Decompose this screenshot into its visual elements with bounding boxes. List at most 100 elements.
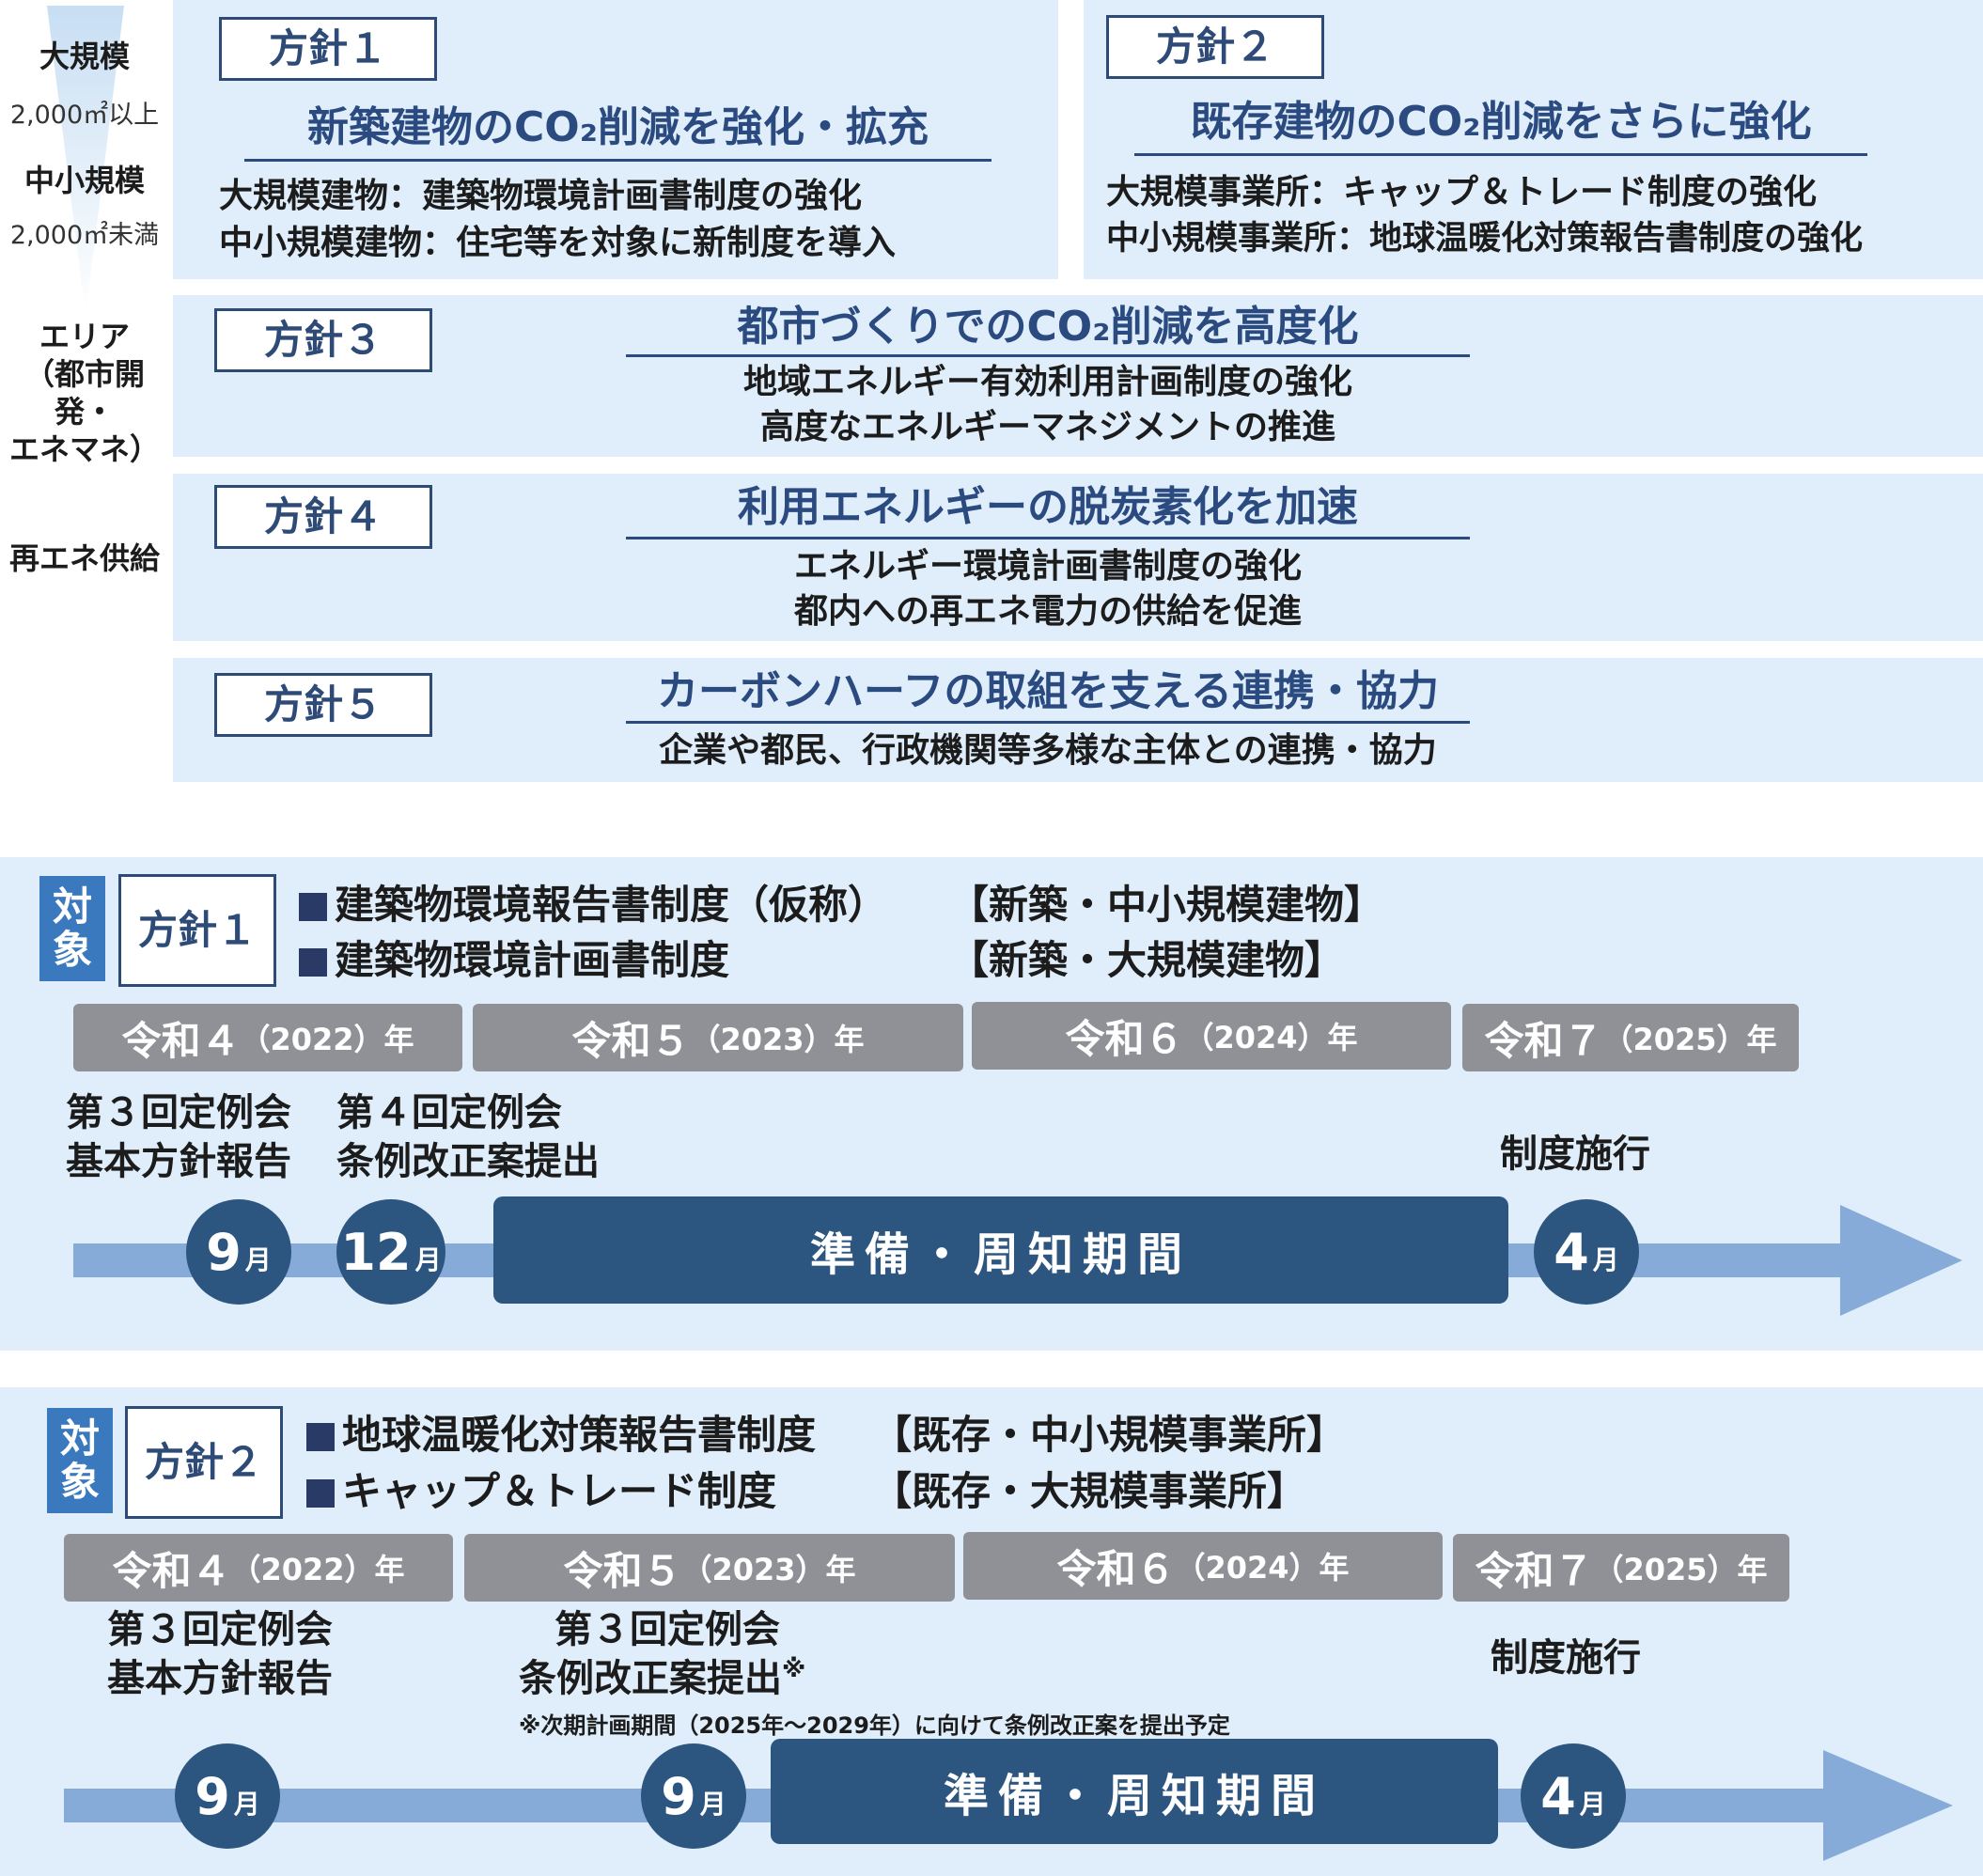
policy-3-panel [173, 295, 1983, 457]
month-number: 4 [1540, 1766, 1576, 1826]
timeline-2-target-tag-l2: 象 [59, 1459, 100, 1505]
timeline-1-policy-label: 方針１ [118, 874, 276, 987]
timeline-2-year-2022: 令和４（2022）年 [64, 1534, 453, 1602]
policy-1-label: 方針１ [219, 17, 437, 81]
square-bullet-icon [299, 893, 327, 921]
timeline-2-target-tag: 対 象 [47, 1408, 113, 1513]
timeline-2-event-1: 第３回定例会 基本方針報告 [107, 1605, 333, 1703]
timeline-1-system-1-scope: 【新築・中小規模建物】 [949, 882, 1384, 928]
event-line: 第３回定例会 [107, 1608, 333, 1651]
timeline-2-preparation-period: 準備・周知期間 [771, 1739, 1498, 1844]
policy-4-panel [173, 474, 1983, 641]
timeline-2-policy-label: 方針２ [125, 1406, 283, 1519]
timeline-1-target-tag-l2: 象 [52, 927, 92, 973]
policy-2-line-1: 大規模事業所：キャップ＆トレード制度の強化 [1106, 173, 1818, 211]
year-label: 令和６ [1065, 1015, 1184, 1062]
month-number: 9 [206, 1222, 242, 1282]
timeline-2-system-2: キャップ＆トレード制度 [306, 1472, 776, 1511]
policy-4-line-2: 都内への再エネ電力の供給を促進 [793, 592, 1302, 631]
timeline-2-enforcement: 制度施行 [1491, 1636, 1641, 1680]
month-unit: 月 [699, 1789, 726, 1820]
timeline-2-event-2: 第３回定例会 条例改正案提出※ [519, 1605, 805, 1703]
policy-1-heading: 新築建物のCO₂削減を強化・拡充 [244, 103, 992, 162]
event-line: 条例改正案提出 [336, 1140, 600, 1183]
timeline-1-system-1-name: 建築物環境報告書制度（仮称） [335, 882, 888, 928]
timeline-2-system-2-scope: 【既存・大規模事業所】 [872, 1468, 1307, 1514]
timeline-1-system-1: 建築物環境報告書制度（仮称） [299, 885, 887, 925]
square-bullet-icon [306, 1423, 335, 1451]
timeline-1-year-2022: 令和４（2022）年 [73, 1004, 462, 1071]
event-line: 第３回定例会 [66, 1091, 291, 1134]
timeline-2-system-1-name: 地球温暖化対策報告書制度 [342, 1412, 817, 1458]
policy-3-line-1: 地域エネルギー有効利用計画制度の強化 [742, 363, 1352, 401]
year-label: 令和４ [121, 1017, 241, 1064]
policy-2-heading: 既存建物のCO₂削減をさらに強化 [1134, 98, 1867, 156]
timeline-1-system-2: 建築物環境計画書制度 [299, 941, 729, 980]
timeline-2-system-1-scope: 【既存・中小規模事業所】 [872, 1412, 1347, 1458]
month-unit: 月 [1579, 1789, 1606, 1820]
event-line-text: 条例改正案提出 [519, 1657, 782, 1700]
side-label-small-sub: 2,000㎡未満 [9, 221, 160, 250]
policy-3-line-2: 高度なエネルギーマネジメントの推進 [759, 408, 1335, 446]
year-sub: （2025）年 [1593, 1552, 1768, 1587]
square-bullet-icon [306, 1479, 335, 1508]
policy-1-line-1: 大規模建物：建築物環境計画書制度の強化 [219, 177, 863, 215]
event-line: 基本方針報告 [107, 1657, 333, 1700]
year-sub: （2025）年 [1602, 1022, 1777, 1057]
policy-2-line-2: 中小規模事業所：地球温暖化対策報告書制度の強化 [1106, 220, 1864, 258]
timeline-2-year-2023: 令和５（2023）年 [464, 1534, 955, 1602]
policy-5-line-1: 企業や都民、行政機関等多様な主体との連携・協力 [659, 731, 1437, 770]
policy-5-heading: カーボンハーフの取組を支える連携・協力 [626, 667, 1470, 724]
year-label: 令和６ [1056, 1545, 1176, 1592]
policy-4-heading: 利用エネルギーの脱炭素化を加速 [626, 483, 1470, 539]
year-label: 令和５ [563, 1547, 682, 1594]
policy-3-label: 方針３ [214, 308, 432, 372]
month-number: 9 [661, 1766, 696, 1826]
month-unit: 月 [244, 1244, 272, 1275]
timeline-1-preparation-period: 準備・周知期間 [493, 1196, 1508, 1304]
timeline-1-year-2025: 令和７（2025）年 [1462, 1004, 1799, 1071]
timeline-1-event-2: 第４回定例会 条例改正案提出 [336, 1088, 600, 1186]
timeline-2-system-2-name: キャップ＆トレード制度 [342, 1468, 777, 1514]
timeline-2-footnote: ※次期計画期間（2025年～2029年）に向けて条例改正案を提出予定 [519, 1712, 1230, 1739]
month-number: 4 [1554, 1222, 1589, 1282]
timeline-1-system-2-scope: 【新築・大規模建物】 [949, 937, 1345, 983]
policy-5-panel [173, 658, 1983, 782]
timeline-1-enforcement: 制度施行 [1500, 1133, 1650, 1176]
timeline-1-year-2024: 令和６（2024）年 [972, 1002, 1451, 1070]
policy-2-label: 方針２ [1106, 15, 1324, 79]
timeline-1-target-tag-l1: 対 [52, 883, 92, 930]
square-bullet-icon [299, 948, 327, 977]
month-number: 9 [195, 1766, 230, 1826]
month-unit: 月 [414, 1244, 442, 1275]
side-label-large: 大規模 [39, 39, 130, 74]
year-sub: （2023）年 [681, 1552, 856, 1587]
year-sub: （2022）年 [230, 1552, 405, 1587]
month-unit: 月 [233, 1789, 260, 1820]
event-line: 第４回定例会 [336, 1091, 562, 1134]
timeline-1-target-tag: 対 象 [39, 876, 105, 981]
timeline-2-system-1: 地球温暖化対策報告書制度 [306, 1415, 816, 1455]
side-label-small: 中小規模 [23, 163, 145, 198]
timeline-1-event-1: 第３回定例会 基本方針報告 [66, 1088, 291, 1186]
month-unit: 月 [1592, 1244, 1619, 1275]
side-label-area-line3: エネマネ） [8, 431, 160, 467]
side-label-renewable: 再エネ供給 [8, 540, 160, 576]
year-label: 令和４ [112, 1547, 231, 1594]
year-sub: （2022）年 [240, 1022, 414, 1057]
side-label-area-line2: （都市開発・ [23, 356, 145, 430]
side-label-large-sub: 2,000㎡以上 [9, 101, 160, 130]
year-sub: （2023）年 [690, 1022, 865, 1057]
policy-1-line-2: 中小規模建物：住宅等を対象に新制度を導入 [219, 224, 897, 262]
year-label: 令和７ [1484, 1017, 1603, 1064]
event-line: 第３回定例会 [554, 1608, 780, 1651]
timeline-2-target-tag-l1: 対 [59, 1415, 100, 1462]
side-label-area: エリア （都市開発・ エネマネ） [0, 318, 169, 468]
event-line: 基本方針報告 [66, 1140, 291, 1183]
policy-4-label: 方針４ [214, 485, 432, 549]
